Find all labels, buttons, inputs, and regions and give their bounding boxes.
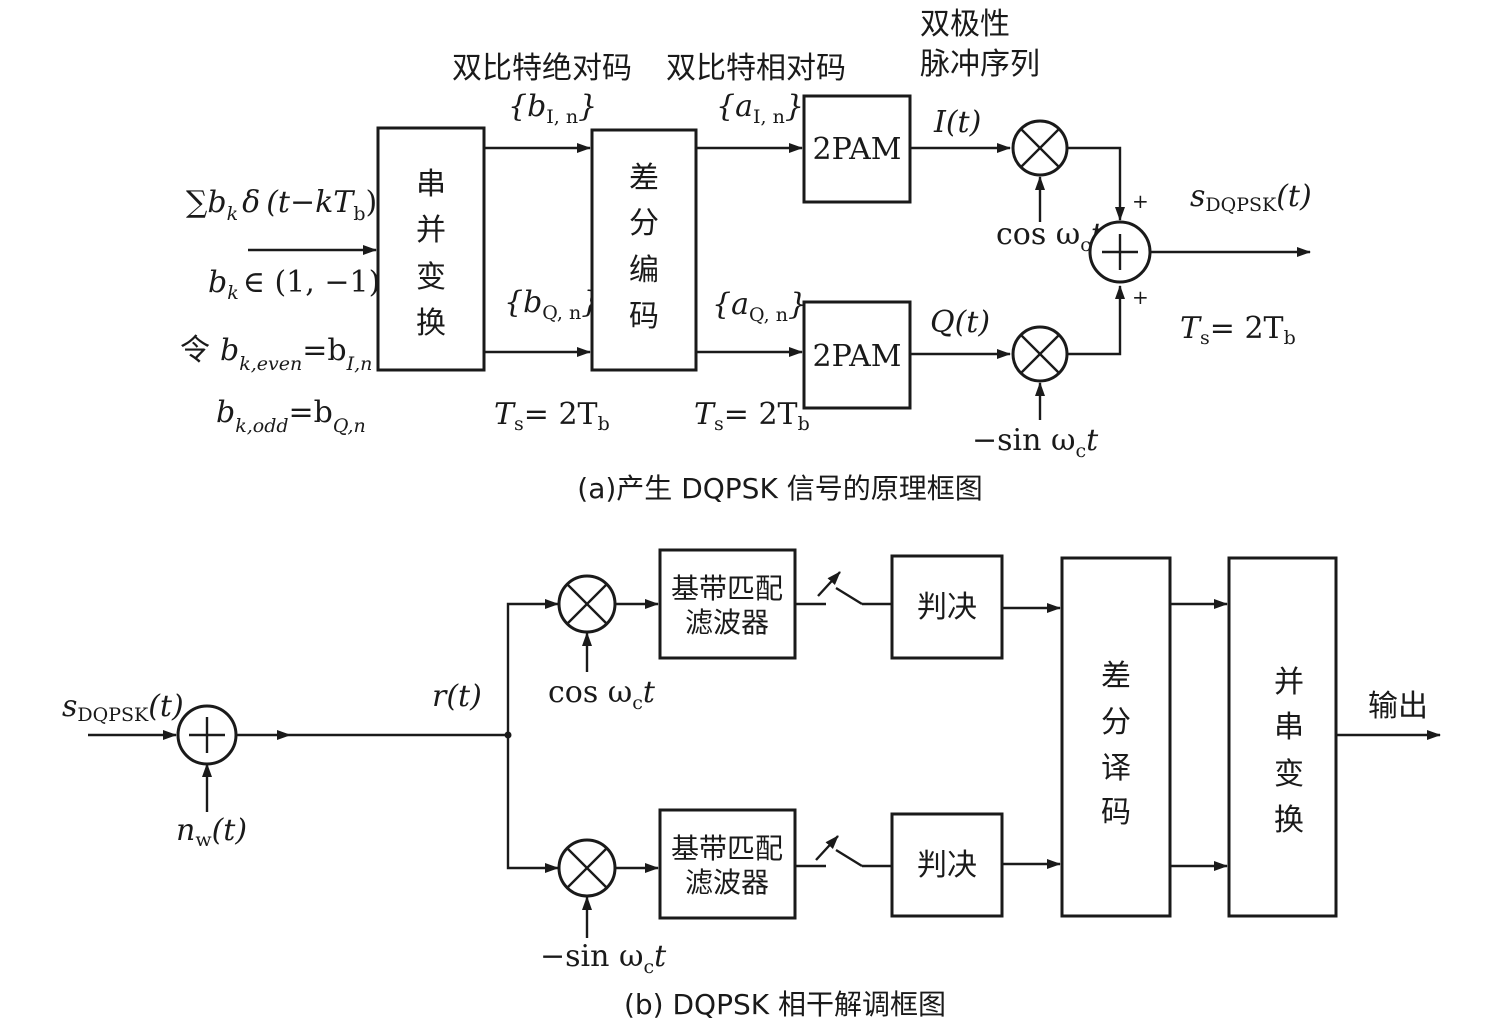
plus-top-label: + [1132,189,1149,213]
abs-code-label: 双比特绝对码 [452,51,632,86]
diff-decoder-char-4: 码 [1101,795,1131,830]
multiplier-q [1011,325,1069,383]
matched-filter-i-line1: 基带匹配 [671,572,783,605]
adder-a [1088,220,1152,284]
sampler-arrow-q-icon [815,835,839,861]
a-q-label: {aQ, n} [712,287,807,326]
matched-filter-q-line2: 滤波器 [685,866,769,899]
ts-label-2: Ts= 2Tb [694,397,810,435]
i-t-label: I(t) [933,105,981,140]
demod-cos-label: cos ωct [548,675,656,714]
serial-parallel-char-4: 换 [416,306,446,341]
noise-label: nw(t) [176,813,247,851]
serial-parallel-char-3: 变 [416,260,446,295]
demodulator-diagram: sDQPSK(t) nw(t) r(t) [62,548,1441,1021]
diff-decoder-char-1: 差 [1101,659,1131,694]
output-label: 输出 [1368,689,1428,724]
output-s-label: sDQPSK(t) [1190,179,1312,216]
diff-encoder-char-2: 分 [629,206,659,241]
demod-multiplier-i [557,574,617,634]
diff-decoder-char-2: 分 [1101,705,1131,740]
decision-i-block [890,554,1004,660]
odd-assign-label: bk,odd=bQ,n [216,395,366,437]
sampler-switch-q [795,835,892,868]
caption-b: (b) DQPSK 相干解调框图 [624,988,946,1021]
matched-filter-i-block [658,548,797,660]
diff-encoder-block [590,128,698,372]
sampler-arrow-i-icon [817,571,841,597]
rt-label: r(t) [432,679,482,714]
ts-label-3: Ts= 2Tb [1180,311,1296,349]
ts-label-1: Ts= 2Tb [494,397,610,435]
split-lower-line [506,735,559,873]
diff-encoder-char-3: 编 [629,253,659,288]
a-i-label: {aI, n} [716,89,804,128]
caption-a: (a)产生 DQPSK 信号的原理框图 [577,472,982,505]
parallel-serial-char-2: 串 [1274,710,1304,745]
split-upper-line [506,599,559,735]
decision-i-label: 判决 [917,590,977,625]
demod-sin-label: −sin ωct [540,939,667,978]
q-t-label: Q(t) [930,305,990,340]
b-q-label: {bQ, n} [504,285,600,324]
parallel-serial-char-3: 变 [1274,757,1304,792]
parallel-serial-char-1: 并 [1274,665,1304,700]
sin-carrier-label: −sin ωct [972,423,1099,462]
i-to-adder-line [1067,146,1125,221]
serial-parallel-block [376,126,486,372]
diff-decoder-block [1060,556,1172,918]
plus-bottom-label: + [1132,285,1149,309]
diff-decoder-char-3: 译 [1101,751,1131,786]
rx-input-label: sDQPSK(t) [62,689,184,726]
serial-parallel-char-2: 并 [416,213,446,248]
pam-i-block [802,94,912,204]
pam-q-label: 2PAM [813,339,902,374]
diff-encoder-char-4: 码 [629,299,659,334]
q-to-adder-line [1067,285,1125,356]
parallel-serial-char-4: 换 [1274,803,1304,838]
cos-carrier-label: cos ωct [996,217,1104,256]
decision-q-label: 判决 [917,848,977,883]
matched-filter-q-block [658,808,797,920]
multiplier-i [1011,119,1069,177]
bk-set-label: bk∈ (1, −1) [208,265,380,304]
noise-adder [176,704,238,766]
serial-parallel-char-1: 串 [416,167,446,202]
sampler-switch-i [795,571,892,606]
rel-code-label: 双比特相对码 [666,51,846,86]
matched-filter-i-line2: 滤波器 [685,606,769,639]
bipolar-label-line1: 双极性 [920,7,1010,42]
matched-filter-q-line1: 基带匹配 [671,832,783,865]
pam-i-label: 2PAM [813,132,902,167]
parallel-serial-block [1227,556,1338,918]
bipolar-label-line2: 脉冲序列 [920,47,1040,82]
b-i-label: {bI, n} [508,89,597,128]
demod-multiplier-q [557,838,617,898]
diff-encoder-char-1: 差 [629,161,659,196]
